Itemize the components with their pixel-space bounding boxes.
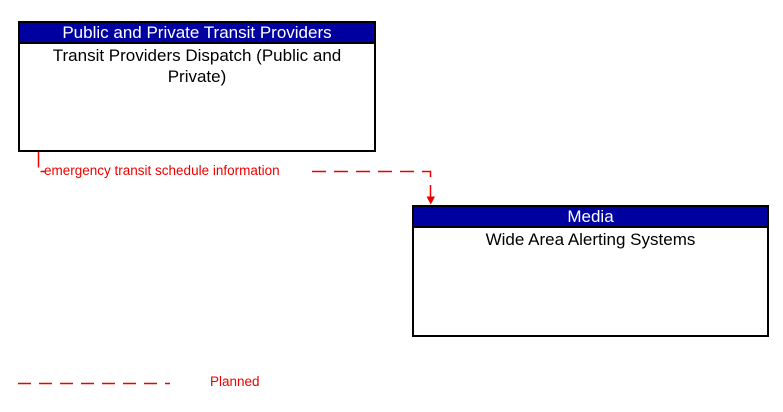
arrowhead-icon [426,196,435,205]
entity-box-public-private-transit-providers[interactable]: Public and Private Transit Providers Tra… [18,21,376,152]
flow-line-dashed [312,170,432,197]
entity-header-public-private-transit-providers[interactable]: Public and Private Transit Providers [20,23,374,44]
entity-box-media[interactable]: Media Wide Area Alerting Systems [412,205,769,337]
flow-label-emergency-transit-schedule-information[interactable]: emergency transit schedule information [44,163,280,178]
legend-label-planned: Planned [210,374,260,389]
entity-body-transit-providers-dispatch[interactable]: Transit Providers Dispatch (Public and P… [52,46,342,86]
entity-body-wide-area-alerting-systems[interactable]: Wide Area Alerting Systems [485,230,696,249]
entity-header-media[interactable]: Media [414,207,767,228]
